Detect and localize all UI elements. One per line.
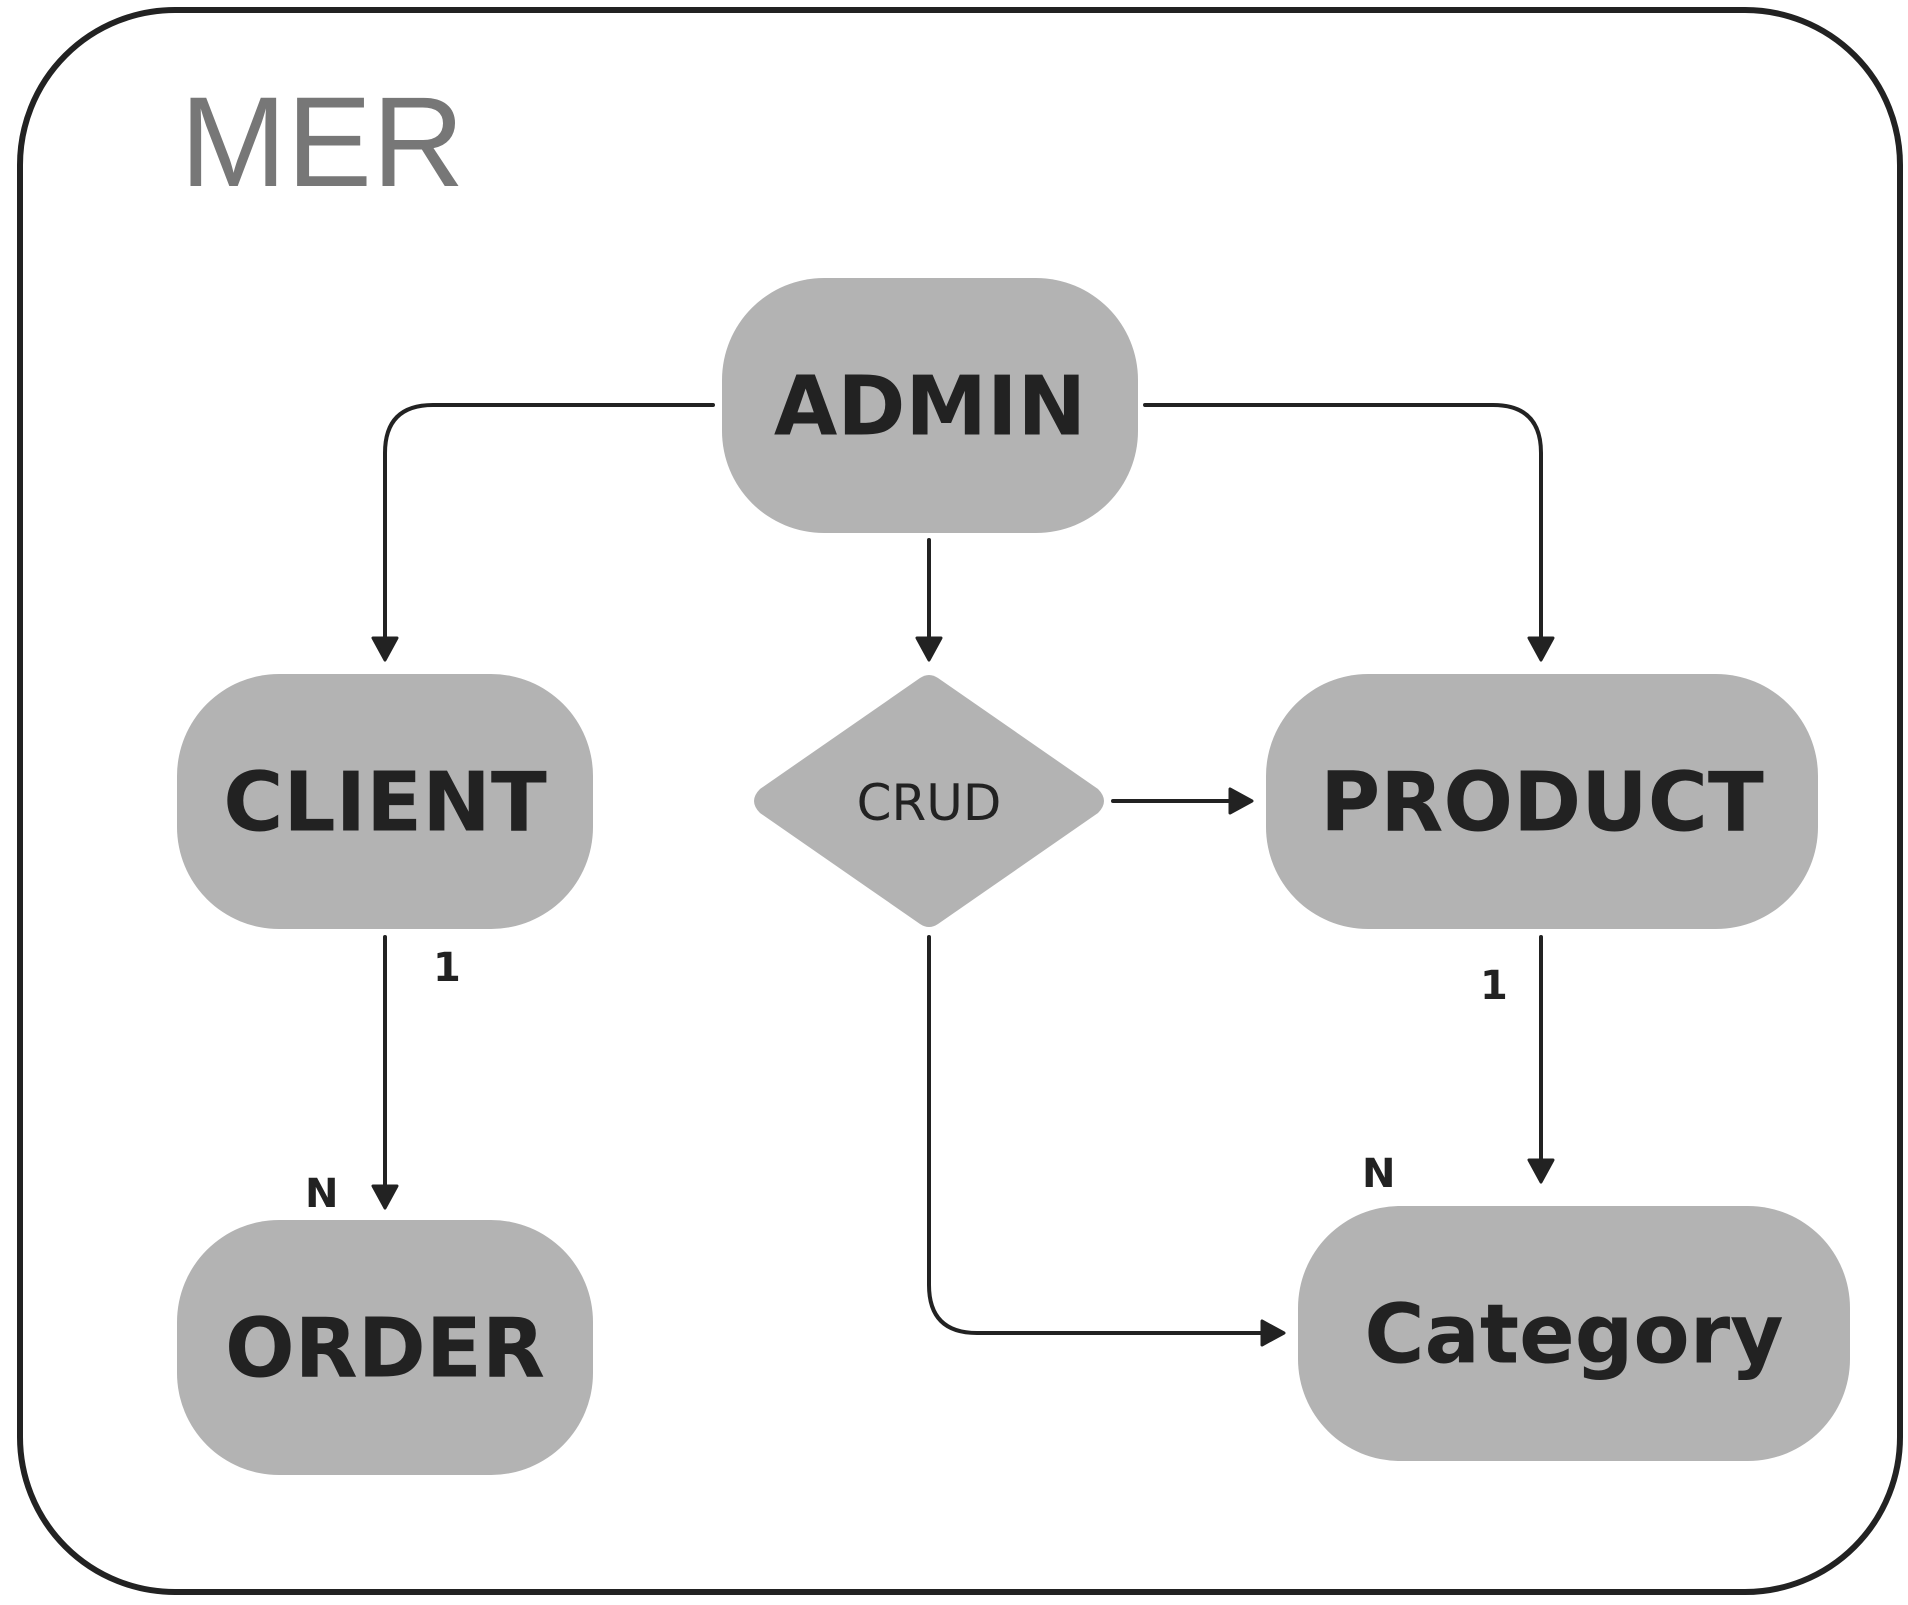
edge-admin-crud-arrowhead	[915, 636, 943, 662]
entity-admin[interactable]: ADMIN	[722, 278, 1138, 533]
entity-product-label: PRODUCT	[1320, 756, 1764, 851]
edge-admin-product-arrowhead	[1527, 636, 1555, 662]
relationship-crud-label: CRUD	[857, 774, 1002, 832]
edge-crud-category	[927, 935, 1279, 1335]
edge-admin-client-arrowhead	[371, 636, 399, 662]
edge-crud-category-arrowhead	[1260, 1319, 1286, 1347]
entity-admin-label: ADMIN	[774, 360, 1086, 455]
edge-admin-product	[1143, 403, 1543, 654]
edge-client-order-arrowhead	[371, 1184, 399, 1210]
entity-client-label: CLIENT	[223, 756, 547, 851]
edge-product-category-arrowhead	[1527, 1158, 1555, 1184]
entity-client[interactable]: CLIENT	[177, 674, 593, 929]
cardinality-client-order-source: 1	[433, 945, 461, 991]
entity-category-label: Category	[1364, 1288, 1783, 1383]
cardinality-product-category-target: N	[1362, 1151, 1395, 1197]
edge-crud-product-arrowhead	[1228, 787, 1254, 815]
entity-category[interactable]: Category	[1298, 1206, 1850, 1461]
entity-order[interactable]: ORDER	[177, 1220, 593, 1475]
entity-product[interactable]: PRODUCT	[1266, 674, 1818, 929]
diagram-title: MER	[180, 71, 464, 214]
edge-admin-client	[383, 403, 715, 654]
entity-order-label: ORDER	[225, 1302, 545, 1397]
relationship-crud[interactable]: CRUD	[754, 675, 1104, 927]
cardinality-product-category-source: 1	[1480, 963, 1508, 1009]
cardinality-client-order-target: N	[305, 1171, 338, 1217]
